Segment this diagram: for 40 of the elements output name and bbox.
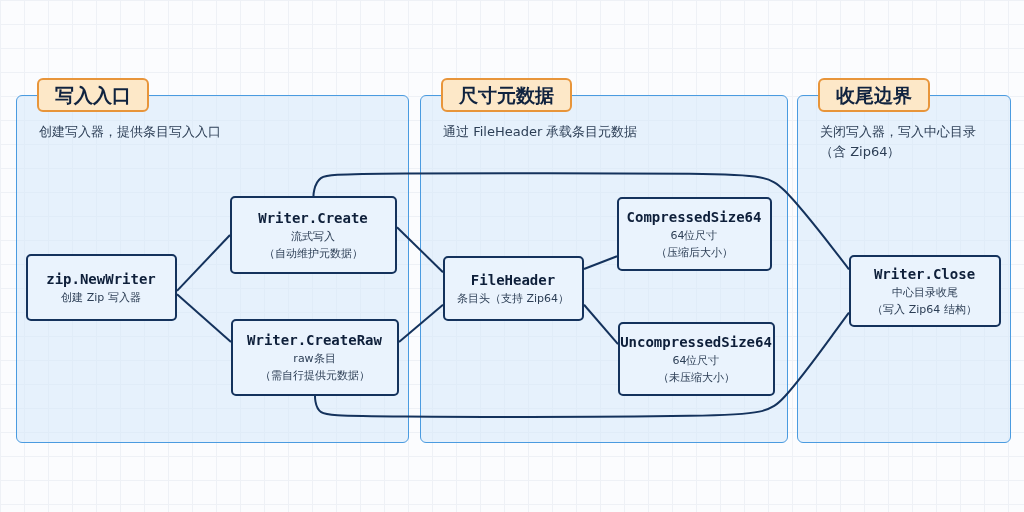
section-title: 写入入口 — [37, 78, 149, 112]
section-title: 尺寸元数据 — [441, 78, 572, 112]
node-subtitle: （自动维护元数据） — [263, 245, 363, 262]
section-description: 关闭写入器，写入中心目录（含 Zip64） — [820, 123, 977, 161]
section-title: 收尾边界 — [818, 78, 930, 112]
process-box — [617, 321, 775, 396]
connector-line — [176, 293, 232, 344]
process-box — [230, 318, 399, 396]
process-box — [848, 254, 1001, 327]
node-subtitle: 中心目录收尾 — [891, 284, 958, 301]
connector-line — [583, 303, 619, 346]
connector-line — [312, 172, 850, 271]
node-subtitle: raw条目 — [293, 351, 336, 367]
node-subtitle: （压缩后大小） — [655, 244, 733, 261]
node-subtitle: 流式写入 — [291, 228, 335, 245]
node-subtitle: （写入 Zip64 结构） — [872, 301, 977, 318]
connector-line — [398, 303, 444, 344]
connector-line — [583, 255, 618, 270]
node-title: Writer.Create — [258, 208, 368, 228]
connector-line — [176, 234, 231, 292]
section-description: 创建写入器，提供条目写入入口 — [39, 123, 221, 141]
connector-line — [314, 311, 850, 418]
process-box — [442, 255, 584, 321]
node-title: UncompressedSize64 — [620, 332, 772, 352]
section-description: 通过 FileHeader 承载条目元数据 — [443, 123, 638, 141]
node-title: Writer.CreateRaw — [247, 331, 382, 350]
node-subtitle: （需自行提供元数据） — [259, 368, 370, 384]
node-subtitle: 64位尺寸 — [672, 352, 720, 369]
node-title: zip.NewWriter — [46, 269, 156, 289]
connector-line — [396, 226, 444, 274]
node-title: Writer.Close — [873, 264, 976, 284]
node-subtitle: 64位尺寸 — [670, 227, 718, 244]
node-subtitle: 条目头（支持 Zip64） — [456, 290, 570, 307]
node-title: CompressedSize64 — [626, 207, 762, 227]
node-title: FileHeader — [470, 270, 556, 290]
node-subtitle: 创建 Zip 写入器 — [61, 289, 141, 306]
process-box — [229, 195, 397, 274]
node-subtitle: （未压缩大小） — [657, 369, 735, 386]
process-box — [616, 196, 772, 271]
process-box — [25, 253, 177, 321]
